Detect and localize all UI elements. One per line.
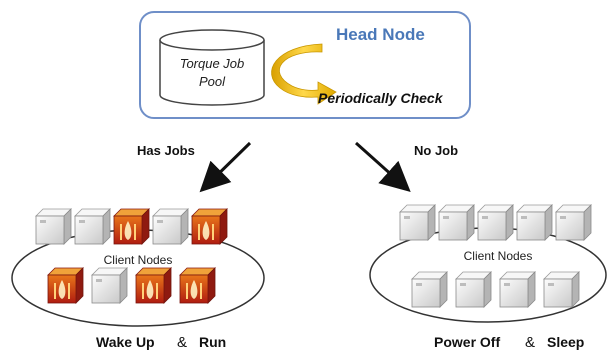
left-top-node-2 <box>74 208 111 245</box>
right-top-node-4 <box>516 204 553 241</box>
right-cluster-label: Client Nodes <box>464 249 533 263</box>
has-jobs-label: Has Jobs <box>137 143 195 158</box>
job-pool-label-line1: Torque Job <box>180 56 245 71</box>
job-pool-label-line2: Pool <box>199 74 226 89</box>
right-bottom-node-3 <box>499 271 536 308</box>
right-bottom-node-2 <box>455 271 492 308</box>
arrow-no-job <box>354 141 411 193</box>
right-top-node-2 <box>438 204 475 241</box>
left-caption-a: Wake Up <box>96 334 155 350</box>
left-caption-b: Run <box>199 334 226 350</box>
left-cluster-label: Client Nodes <box>104 253 173 267</box>
left-top-node-3 <box>113 208 150 245</box>
job-pool-cylinder: Torque Job Pool <box>159 29 265 106</box>
head-node: Head Node Torque Job Pool Periodically C… <box>139 11 471 119</box>
left-bottom-node-4 <box>179 267 216 304</box>
right-top-node-5 <box>555 204 592 241</box>
right-caption-a: Power Off <box>434 334 500 350</box>
left-top-node-5 <box>191 208 228 245</box>
no-job-label: No Job <box>414 143 458 158</box>
right-top-node-1 <box>399 204 436 241</box>
right-bottom-node-4 <box>543 271 580 308</box>
left-bottom-node-3 <box>135 267 172 304</box>
left-cluster: Client Nodes <box>11 208 265 327</box>
head-node-title: Head Node <box>336 25 425 44</box>
left-bottom-node-2 <box>91 267 128 304</box>
right-top-node-3 <box>477 204 514 241</box>
right-caption-amp: & <box>525 334 535 351</box>
left-top-node-1 <box>35 208 72 245</box>
right-bottom-node-1 <box>411 271 448 308</box>
right-cluster: Client Nodes <box>369 204 607 323</box>
periodically-check-label: Periodically Check <box>318 90 444 106</box>
right-caption-b: Sleep <box>547 334 584 350</box>
curved-arrow-icon <box>271 43 337 105</box>
right-caption: Power Off & Sleep <box>434 334 584 351</box>
left-caption-amp: & <box>177 334 187 351</box>
left-caption: Wake Up & Run <box>96 334 226 351</box>
left-bottom-node-1 <box>47 267 84 304</box>
left-top-node-4 <box>152 208 189 245</box>
arrow-has-jobs <box>199 141 252 193</box>
